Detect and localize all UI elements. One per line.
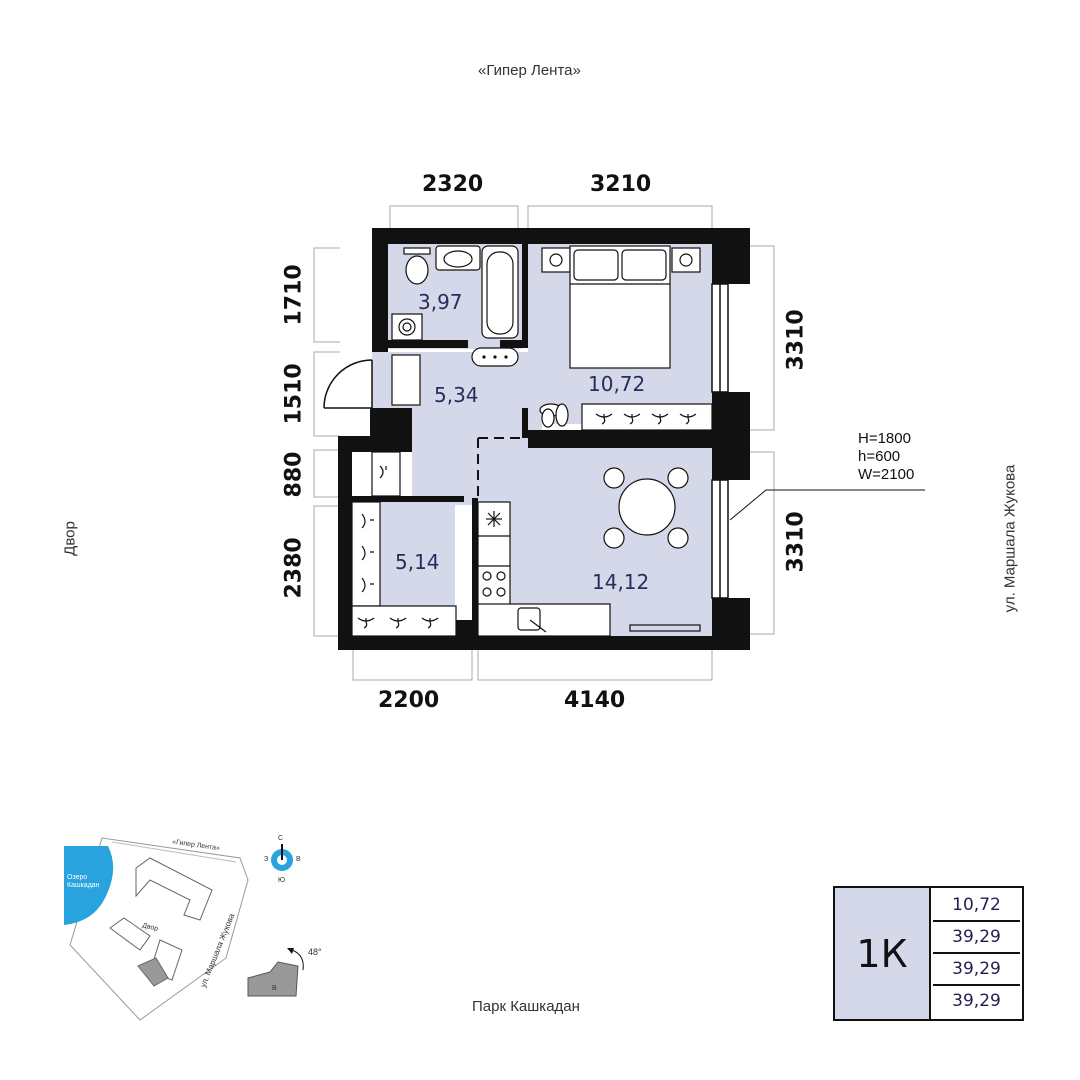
window-spec-leader [729,489,925,521]
radiator [629,624,701,632]
dim-right-2: 3310 [783,511,809,573]
kitchen-counter [477,501,611,637]
info-value-2: 39,29 [933,922,1020,954]
dashed-partitions [477,437,522,500]
apartment-info-box: 1К 10,72 39,29 39,29 39,29 [833,886,1024,1021]
apartment-type: 1К [835,888,931,1019]
window-spec: H=1800 h=600 W=2100 [858,430,914,484]
area-bathroom: 3,97 [418,290,463,314]
bathroom-fixtures [391,245,519,367]
walls [338,228,750,650]
dim-right-1: 3310 [783,309,809,371]
building-letter: В [272,985,277,992]
info-value-4: 39,29 [952,991,1001,1011]
minimap-lake-label: Озеро Кашкадан [67,874,100,889]
window-spec-sill: h=600 [858,448,901,465]
info-value-3: 39,29 [933,954,1020,986]
orientation-angle: 48° [308,947,322,957]
compass-west: З [264,856,269,863]
dining-table [603,467,689,549]
dimension-lines [313,205,775,681]
hall-cabinet [391,354,421,406]
building-orientation-icon [247,948,304,997]
compass-icon [271,844,293,871]
window-spec-width: W=2100 [858,466,915,483]
area-storage: 5,14 [395,550,440,574]
fridge-icon [486,511,502,527]
storage-hangers [357,465,439,629]
area-hall: 5,34 [434,383,479,407]
compass-north: С [278,835,284,842]
stove [482,571,506,597]
area-bedroom: 10,72 [588,372,646,396]
dim-top-1: 2320 [422,172,484,197]
compass-east: В [296,856,301,863]
minimap [69,837,249,1021]
minimap-lake [64,846,114,925]
dim-left-3: 880 [281,451,307,498]
dim-left-4: 2380 [281,537,307,599]
label-bottom: Парк Кашкадан [472,998,580,1015]
storage-wardrobes [351,451,457,637]
area-kitchen: 14,12 [592,570,650,594]
plant-icon [539,403,569,428]
minimap-buildings [109,857,213,981]
minimap-selected-building [137,957,169,987]
entry-door [323,359,373,409]
dim-left-2: 1510 [281,363,307,425]
compass-south: Ю [278,877,286,884]
window-spec-height: H=1800 [858,430,911,447]
dim-top-2: 3210 [590,172,652,197]
info-value-1: 10,72 [933,890,1020,922]
dim-left-1: 1710 [281,264,307,326]
vanity-dots [482,355,508,359]
dim-bottom-2: 4140 [564,688,626,713]
bedroom-hangers [595,413,697,425]
dim-bottom-1: 2200 [378,688,440,713]
windows [711,283,729,599]
label-top: «Гипер Лента» [478,62,581,79]
